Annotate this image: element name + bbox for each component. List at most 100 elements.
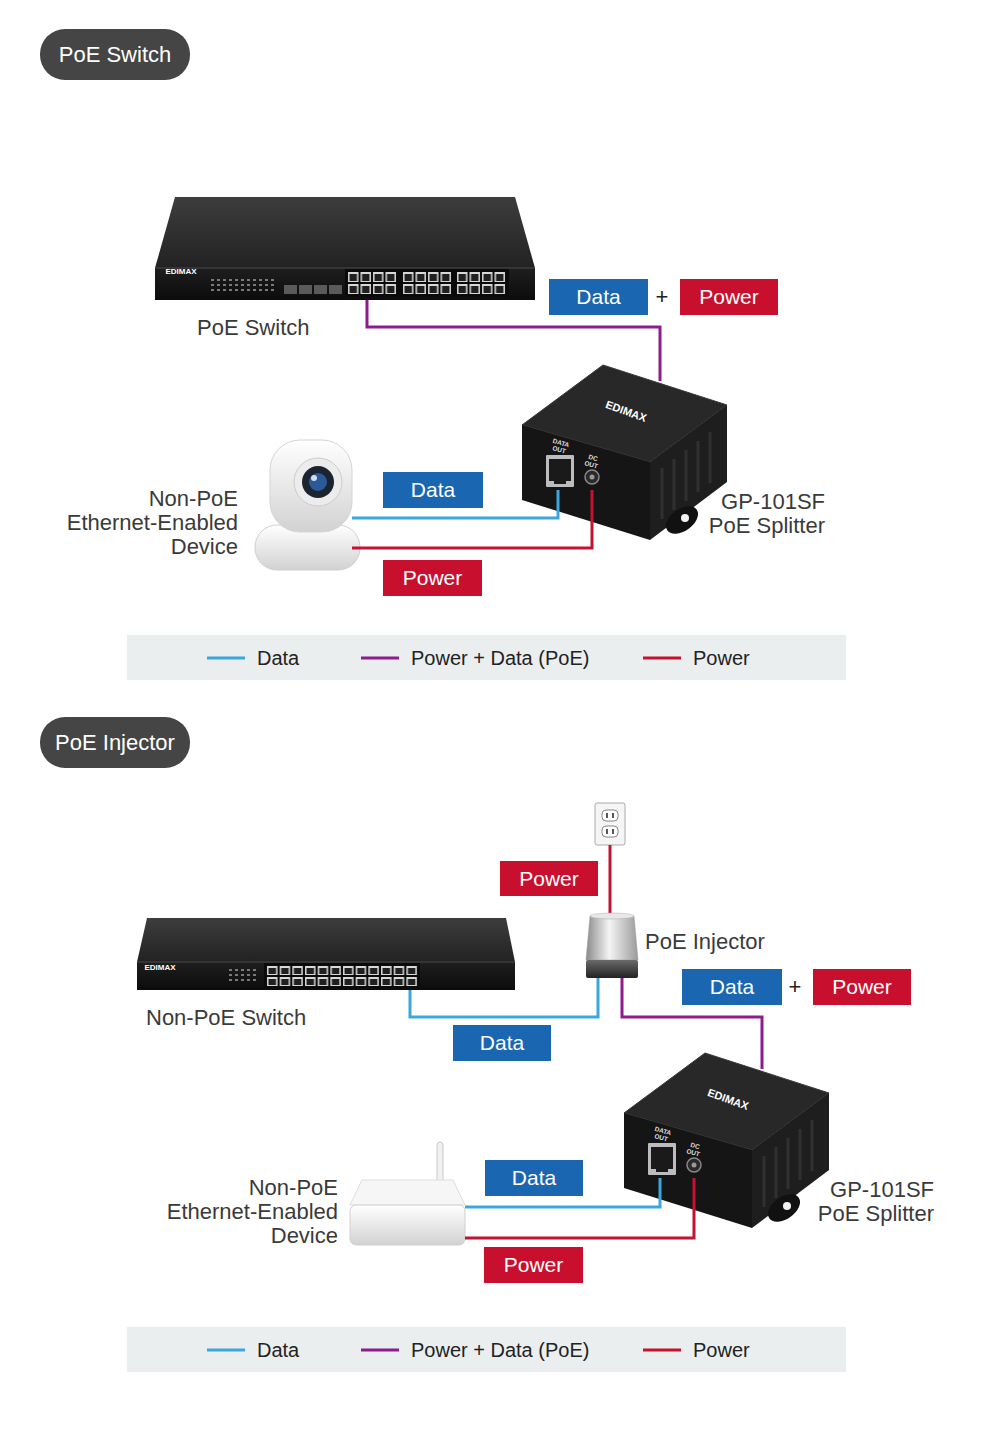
edge-label: Power (504, 1253, 564, 1277)
plus-sign: + (785, 969, 805, 1005)
legend-line (361, 1349, 399, 1352)
legend-text: Power (693, 646, 750, 670)
edge-label-tag: Data (453, 1025, 551, 1061)
poe-splitter: GP-101SF PoE Splitter (520, 381, 727, 490)
port-group (402, 271, 452, 295)
edge-label-tag: Power (484, 1247, 583, 1283)
plus-sign-box: + (652, 279, 672, 315)
legend-line (207, 657, 245, 660)
data-cable (410, 978, 598, 1017)
outlet-figure (595, 803, 625, 845)
port-group (266, 965, 418, 987)
legend-item: Power (643, 1338, 750, 1362)
wireless-router: Non-PoE Ethernet-Enabled Device (350, 1168, 465, 1245)
legend-item: Power + Data (PoE) (361, 1338, 589, 1362)
ports (266, 965, 418, 987)
port-marking-box: DC OUT (579, 452, 606, 471)
port-marking-box: DATA OUT (649, 1125, 676, 1144)
brand-logo-box: EDIMAX (140, 964, 180, 972)
switch-top (137, 918, 515, 962)
brand-logo-box: EDIMAX (601, 398, 652, 425)
legend-line (643, 1349, 681, 1352)
edge-label-tag: Data (485, 1160, 583, 1196)
leds (210, 278, 276, 293)
legend-item: Data (207, 646, 299, 670)
legend-sample (361, 655, 399, 661)
ports (456, 271, 506, 295)
socket (602, 810, 618, 821)
router-front (350, 1205, 465, 1245)
edge-label: Data (512, 1166, 556, 1190)
injector-band (586, 960, 638, 978)
socket-slot (612, 813, 614, 818)
power-tag: Power (699, 285, 759, 309)
data-tag: Data (710, 975, 754, 999)
sfp-ports (283, 284, 343, 295)
section-pill: PoE Injector (40, 717, 190, 768)
edge-label-tag: Power (383, 560, 482, 596)
port-group (456, 271, 506, 295)
device-label: Non-PoE Switch (146, 1006, 366, 1030)
switch-edge (137, 962, 515, 963)
device-label: Non-PoE Ethernet-Enabled Device (60, 487, 238, 559)
port-marking: DC OUT (681, 1140, 708, 1159)
legend-sample (643, 655, 681, 661)
poe-injector: PoE Injector (586, 915, 638, 978)
brand-logo: EDIMAX (703, 1086, 754, 1113)
plus-sign: + (652, 279, 672, 315)
socket (602, 826, 618, 837)
legend-bar (127, 635, 846, 680)
poe-splitter-figure (522, 365, 727, 540)
leds (228, 968, 258, 983)
section-heading: PoE Injector (55, 730, 175, 756)
legend-text: Data (257, 646, 299, 670)
legend-sample (643, 1347, 681, 1353)
data-tag-box: Data (682, 969, 782, 1005)
power-tag-box: Power (813, 969, 911, 1005)
device-label: PoE Injector (645, 930, 805, 954)
injector-body (586, 916, 638, 960)
power-tag: Power (832, 975, 892, 999)
ip-camera: Non-PoE Ethernet-Enabled Device (258, 440, 352, 570)
switch-top (155, 197, 535, 268)
camera-figure (255, 440, 360, 570)
non-poe-switch: Non-PoE Switch (137, 918, 515, 990)
brand-logo-box: EDIMAX (161, 268, 201, 276)
legend-text: Power + Data (PoE) (411, 1338, 589, 1362)
outlet-plate (595, 803, 625, 845)
legend-text: Power + Data (PoE) (411, 646, 589, 670)
legend-text: Data (257, 1338, 299, 1362)
brand-logo: EDIMAX (161, 268, 201, 276)
legend-sample (361, 1347, 399, 1353)
injector-figure (586, 913, 638, 978)
port-panel (345, 269, 509, 297)
poe-splitter-figure (624, 1053, 829, 1228)
section-pill: PoE Switch (40, 29, 190, 80)
data-tag: Data (576, 285, 620, 309)
legend-sample (207, 1347, 245, 1353)
port-marking-box: DC OUT (681, 1140, 708, 1159)
legend-line (207, 1349, 245, 1352)
port-marking: DATA OUT (649, 1125, 676, 1144)
legend-item: Data (207, 1338, 299, 1362)
sfp-group (283, 284, 343, 295)
injector-cap (590, 913, 634, 919)
led-group (210, 278, 276, 293)
edge-label: Power (403, 566, 463, 590)
ports (402, 271, 452, 295)
device-label: GP-101SF PoE Splitter (804, 1178, 934, 1226)
port-marking: DC OUT (579, 452, 606, 471)
power-tag-box: Power (680, 279, 778, 315)
legend-bar (127, 1327, 846, 1372)
legend-item: Power (643, 646, 750, 670)
legend-sample (207, 655, 245, 661)
camera-body (270, 440, 352, 532)
camera-face (294, 458, 342, 506)
socket-slot (612, 829, 614, 834)
non-poe-switch-figure (137, 918, 515, 990)
data-tag-box: Data (549, 279, 648, 315)
